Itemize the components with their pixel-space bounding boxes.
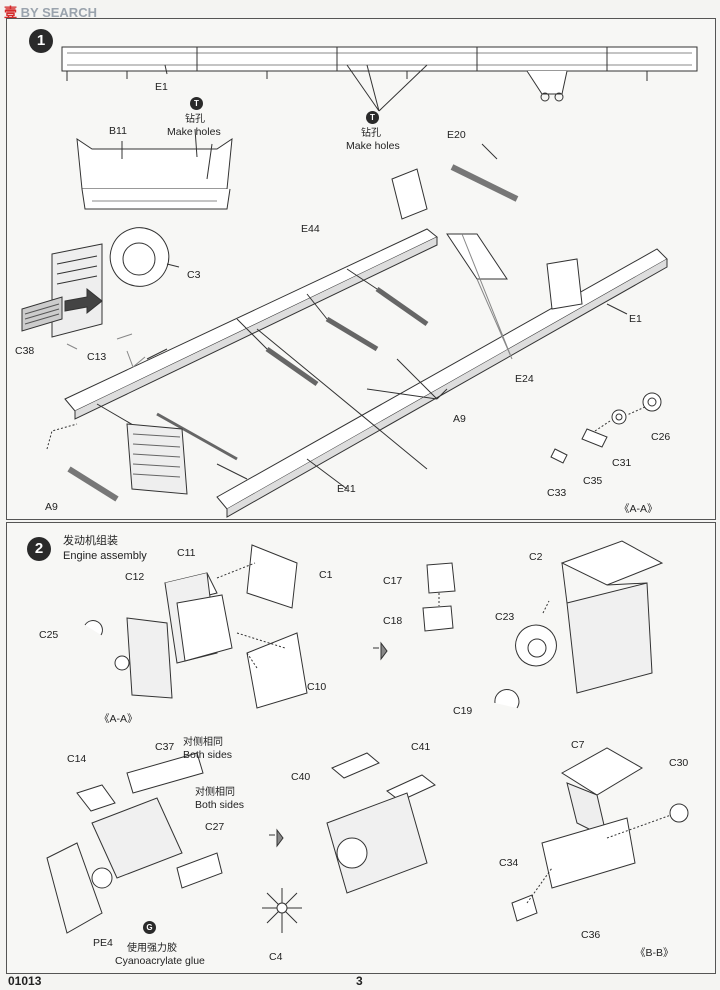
drill-icon: T <box>366 111 379 124</box>
part-label-e41: E41 <box>337 483 356 495</box>
part-label-c12: C12 <box>125 571 145 583</box>
part-label-a9-left: A9 <box>45 501 58 513</box>
catalog-number: 01013 <box>8 974 42 988</box>
part-label-c14: C14 <box>67 753 87 765</box>
part-label-c30: C30 <box>669 757 689 769</box>
both-sides-1-en: Both sides <box>183 749 233 761</box>
glue-icon: G <box>143 921 156 934</box>
part-label-c23: C23 <box>495 611 515 623</box>
part-label-c10: C10 <box>307 681 327 693</box>
both-sides-1-cn: 对侧相同 <box>183 737 223 748</box>
part-label-e1-right: E1 <box>629 313 642 325</box>
both-sides-2-en: Both sides <box>195 799 245 811</box>
section-label-a-a: 《A-A》 <box>99 713 138 725</box>
part-label-c27: C27 <box>205 821 225 833</box>
step-2-panel: 2 发动机组装 Engine assembly C11 C1 C12 C25 C… <box>6 522 716 974</box>
drill-icon: T <box>190 97 203 110</box>
step-2-title-en: Engine assembly <box>63 550 147 562</box>
part-label-e20: E20 <box>447 129 466 141</box>
make-holes-center-cn: 钻孔 <box>361 128 381 139</box>
part-label-c25: C25 <box>39 629 59 641</box>
part-label-c34: C34 <box>499 857 519 869</box>
make-holes-center-en: Make holes <box>346 140 400 152</box>
part-label-c26: C26 <box>651 431 671 443</box>
step-1-number-badge: 1 <box>29 29 53 53</box>
part-label-c4: C4 <box>269 951 283 963</box>
part-label-c13: C13 <box>87 351 107 363</box>
watermark-brand: BY SEARCH <box>20 5 97 20</box>
part-label-e24: E24 <box>515 373 534 385</box>
part-label-c7: C7 <box>571 739 585 751</box>
part-label-c31: C31 <box>612 457 632 469</box>
part-label-c40: C40 <box>291 771 311 783</box>
part-label-c33: C33 <box>547 487 567 499</box>
part-label-pe4: PE4 <box>93 937 113 949</box>
part-label-c1: C1 <box>319 569 333 581</box>
part-label-c36: C36 <box>581 929 601 941</box>
page-number: 3 <box>356 974 363 988</box>
step-1-panel: 1 E1 T 钻孔 Make holes T 钻孔 Make holes B11… <box>6 18 716 520</box>
part-label-e1-top: E1 <box>155 81 168 93</box>
part-label-c18: C18 <box>383 615 403 627</box>
watermark-cn: 壹 <box>4 5 18 20</box>
section-label-a-a: 《A-A》 <box>619 503 658 515</box>
engine-drawing <box>46 540 689 934</box>
watermark: 壹 BY SEARCH <box>4 2 97 21</box>
part-label-e44: E44 <box>301 223 320 235</box>
part-label-c37: C37 <box>155 741 175 753</box>
part-label-c35: C35 <box>583 475 603 487</box>
glue-cn: 使用强力胶 <box>127 943 177 954</box>
part-label-c41: C41 <box>411 741 431 753</box>
make-holes-left-en: Make holes <box>167 126 221 138</box>
part-label-b11: B11 <box>109 125 127 137</box>
section-label-b-b: 《B-B》 <box>635 947 674 959</box>
step-2-number-badge: 2 <box>27 537 51 561</box>
part-label-c17: C17 <box>383 575 403 587</box>
part-label-c3: C3 <box>187 269 201 281</box>
chassis-drawing <box>21 46 698 518</box>
part-label-c38: C38 <box>15 345 35 357</box>
glue-en: Cyanoacrylate glue <box>115 955 205 967</box>
part-label-c11: C11 <box>177 547 196 559</box>
part-label-c19: C19 <box>453 705 473 717</box>
both-sides-2-cn: 对侧相同 <box>195 787 235 798</box>
make-holes-left-cn: 钻孔 <box>185 114 205 125</box>
step-2-title-cn: 发动机组装 <box>63 535 118 547</box>
part-label-a9-mid: A9 <box>453 413 466 425</box>
part-label-c2: C2 <box>529 551 543 563</box>
